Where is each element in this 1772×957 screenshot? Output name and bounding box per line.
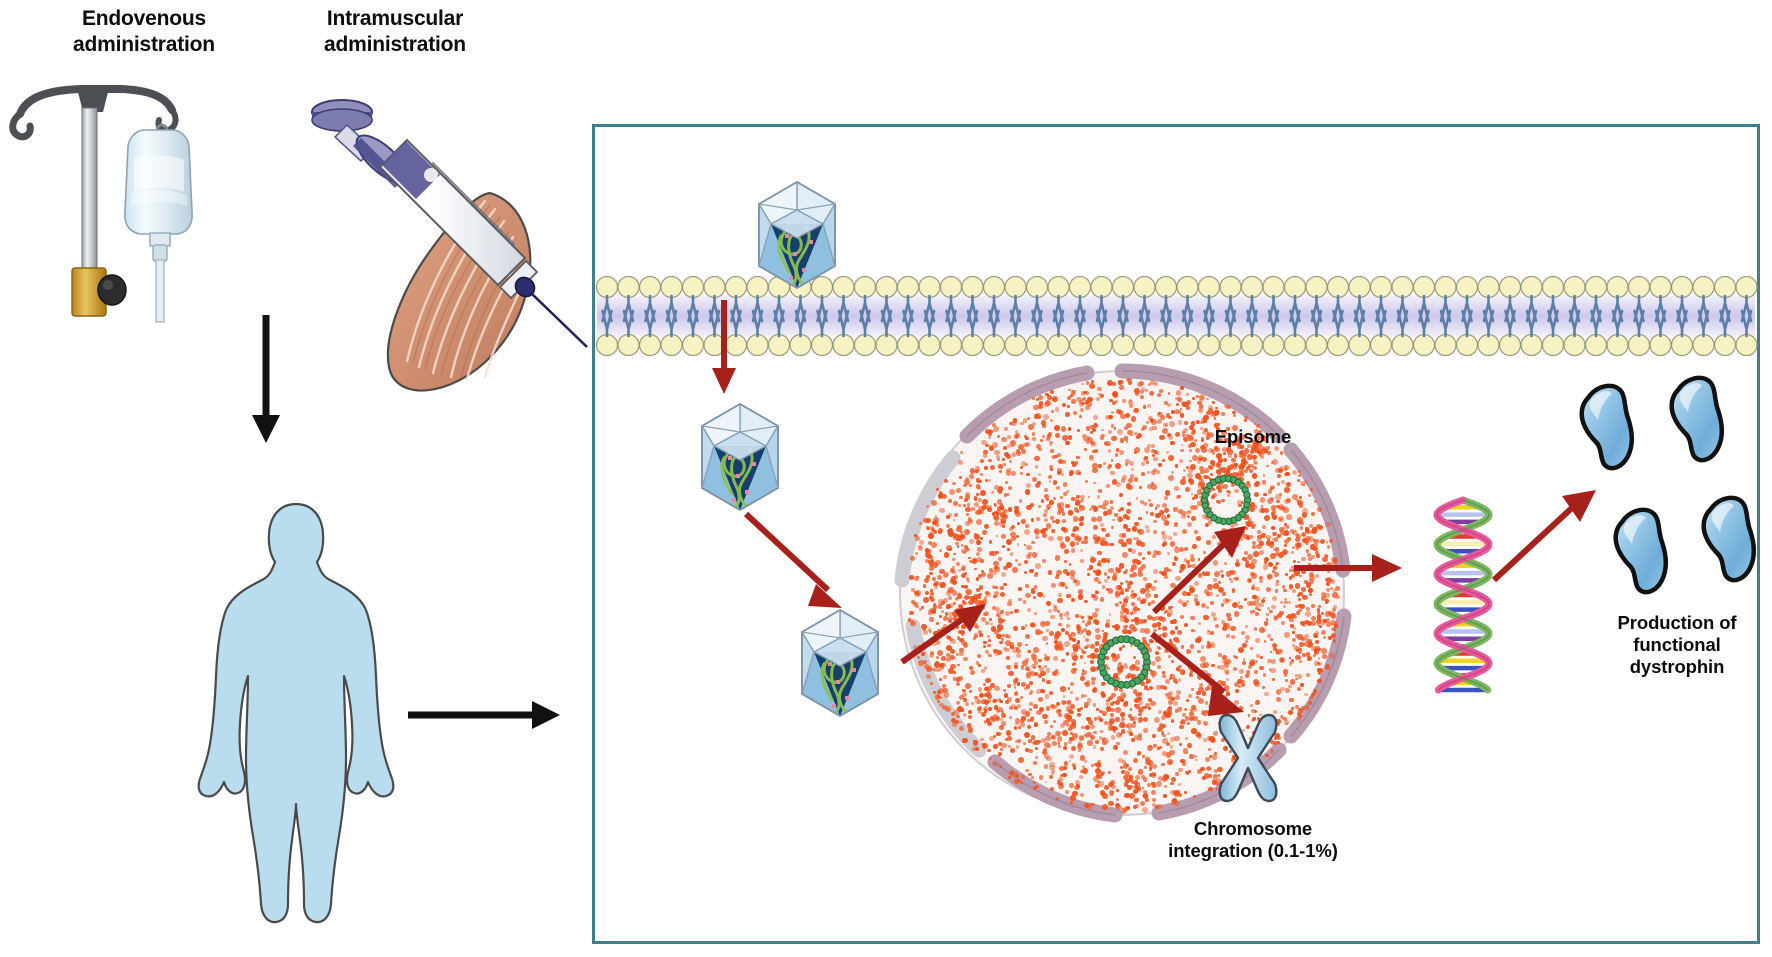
human-body-silhouette [196, 500, 396, 925]
chromosome-x [1214, 710, 1282, 806]
iv-drip-stand [0, 72, 210, 323]
syringe [311, 99, 588, 348]
label-chromosome-integration: Chromosome integration (0.1-1%) [1168, 818, 1338, 862]
aav-capsid-near-nucleus [790, 604, 890, 722]
episome-dna-circle-top [1196, 470, 1256, 530]
arrow-capsid-to-nucleus [900, 600, 1000, 670]
label-endovenous-administration: Endovenous administration [73, 7, 215, 56]
arrow-dna-to-chromosome [1148, 630, 1268, 730]
arrow-iv-to-body [236, 315, 316, 445]
episome-dna-circle-left [1092, 630, 1156, 694]
label-episome: Episome [1214, 426, 1292, 447]
arrow-capsid-membrane-entry [700, 300, 756, 396]
aav-capsid-cytoplasm [690, 398, 790, 516]
label-intramuscular-administration: Intramuscular administration [324, 7, 466, 56]
arrow-helix-to-protein [1490, 480, 1620, 590]
dystrophin-proteins [1572, 380, 1772, 610]
arrow-to-dna-helix [1292, 545, 1422, 591]
arrow-dna-to-episome [1150, 518, 1260, 618]
arrow-capsid-transport [742, 510, 872, 625]
aav-capsid-extracellular [747, 176, 847, 294]
label-production-dystrophin: Production of functional dystrophin [1617, 612, 1737, 678]
dna-double-helix [1408, 496, 1518, 694]
cell-membrane-lipid-bilayer [595, 275, 1759, 357]
arrow-body-to-cell [408, 690, 568, 740]
chromatin-dots [887, 358, 1357, 828]
syringe-and-muscle-group [285, 75, 588, 395]
